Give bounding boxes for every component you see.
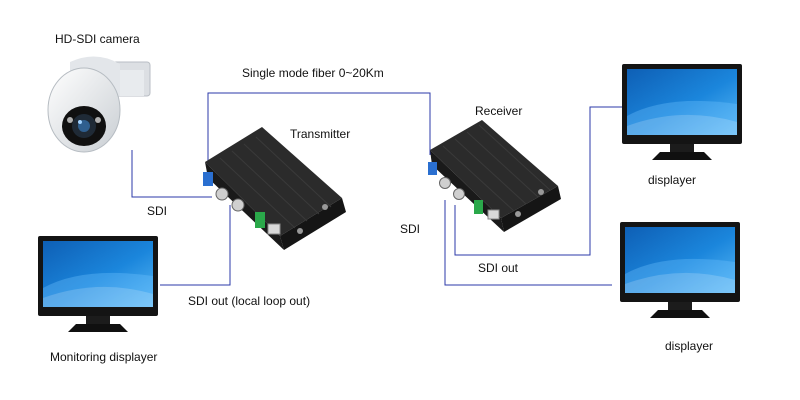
- fiber-transmitter-device-icon: [203, 127, 346, 250]
- label-transmitter: Transmitter: [290, 127, 351, 141]
- displayer-top-icon: [622, 64, 742, 160]
- label-camera: HD-SDI camera: [55, 32, 140, 46]
- label-receiver: Receiver: [475, 104, 523, 118]
- ptz-dome-camera-icon: [47, 56, 151, 153]
- wire-receiver-to-top-displayer: [454, 106, 622, 256]
- label-sdi-right: SDI: [400, 222, 421, 236]
- wire-receiver-sdi-in: [444, 200, 612, 286]
- label-sdi-out: SDI out: [478, 261, 519, 275]
- label-sdi-left: SDI: [147, 204, 168, 218]
- label-sdi-out-local: SDI out (local loop out): [188, 294, 311, 308]
- label-fiber: Single mode fiber 0~20Km: [242, 66, 384, 80]
- label-displayer-bottom: displayer: [665, 339, 714, 353]
- wires: [131, 92, 622, 286]
- label-monitoring: Monitoring displayer: [50, 350, 158, 364]
- label-displayer-top: displayer: [648, 173, 697, 187]
- wire-camera-to-transmitter: [131, 150, 212, 198]
- wire-transmitter-loop-out: [160, 205, 231, 286]
- monitoring-displayer-icon: [38, 236, 158, 332]
- fiber-link: [207, 92, 431, 170]
- displayer-bottom-icon: [620, 222, 740, 318]
- fiber-receiver-device-icon: [428, 120, 561, 232]
